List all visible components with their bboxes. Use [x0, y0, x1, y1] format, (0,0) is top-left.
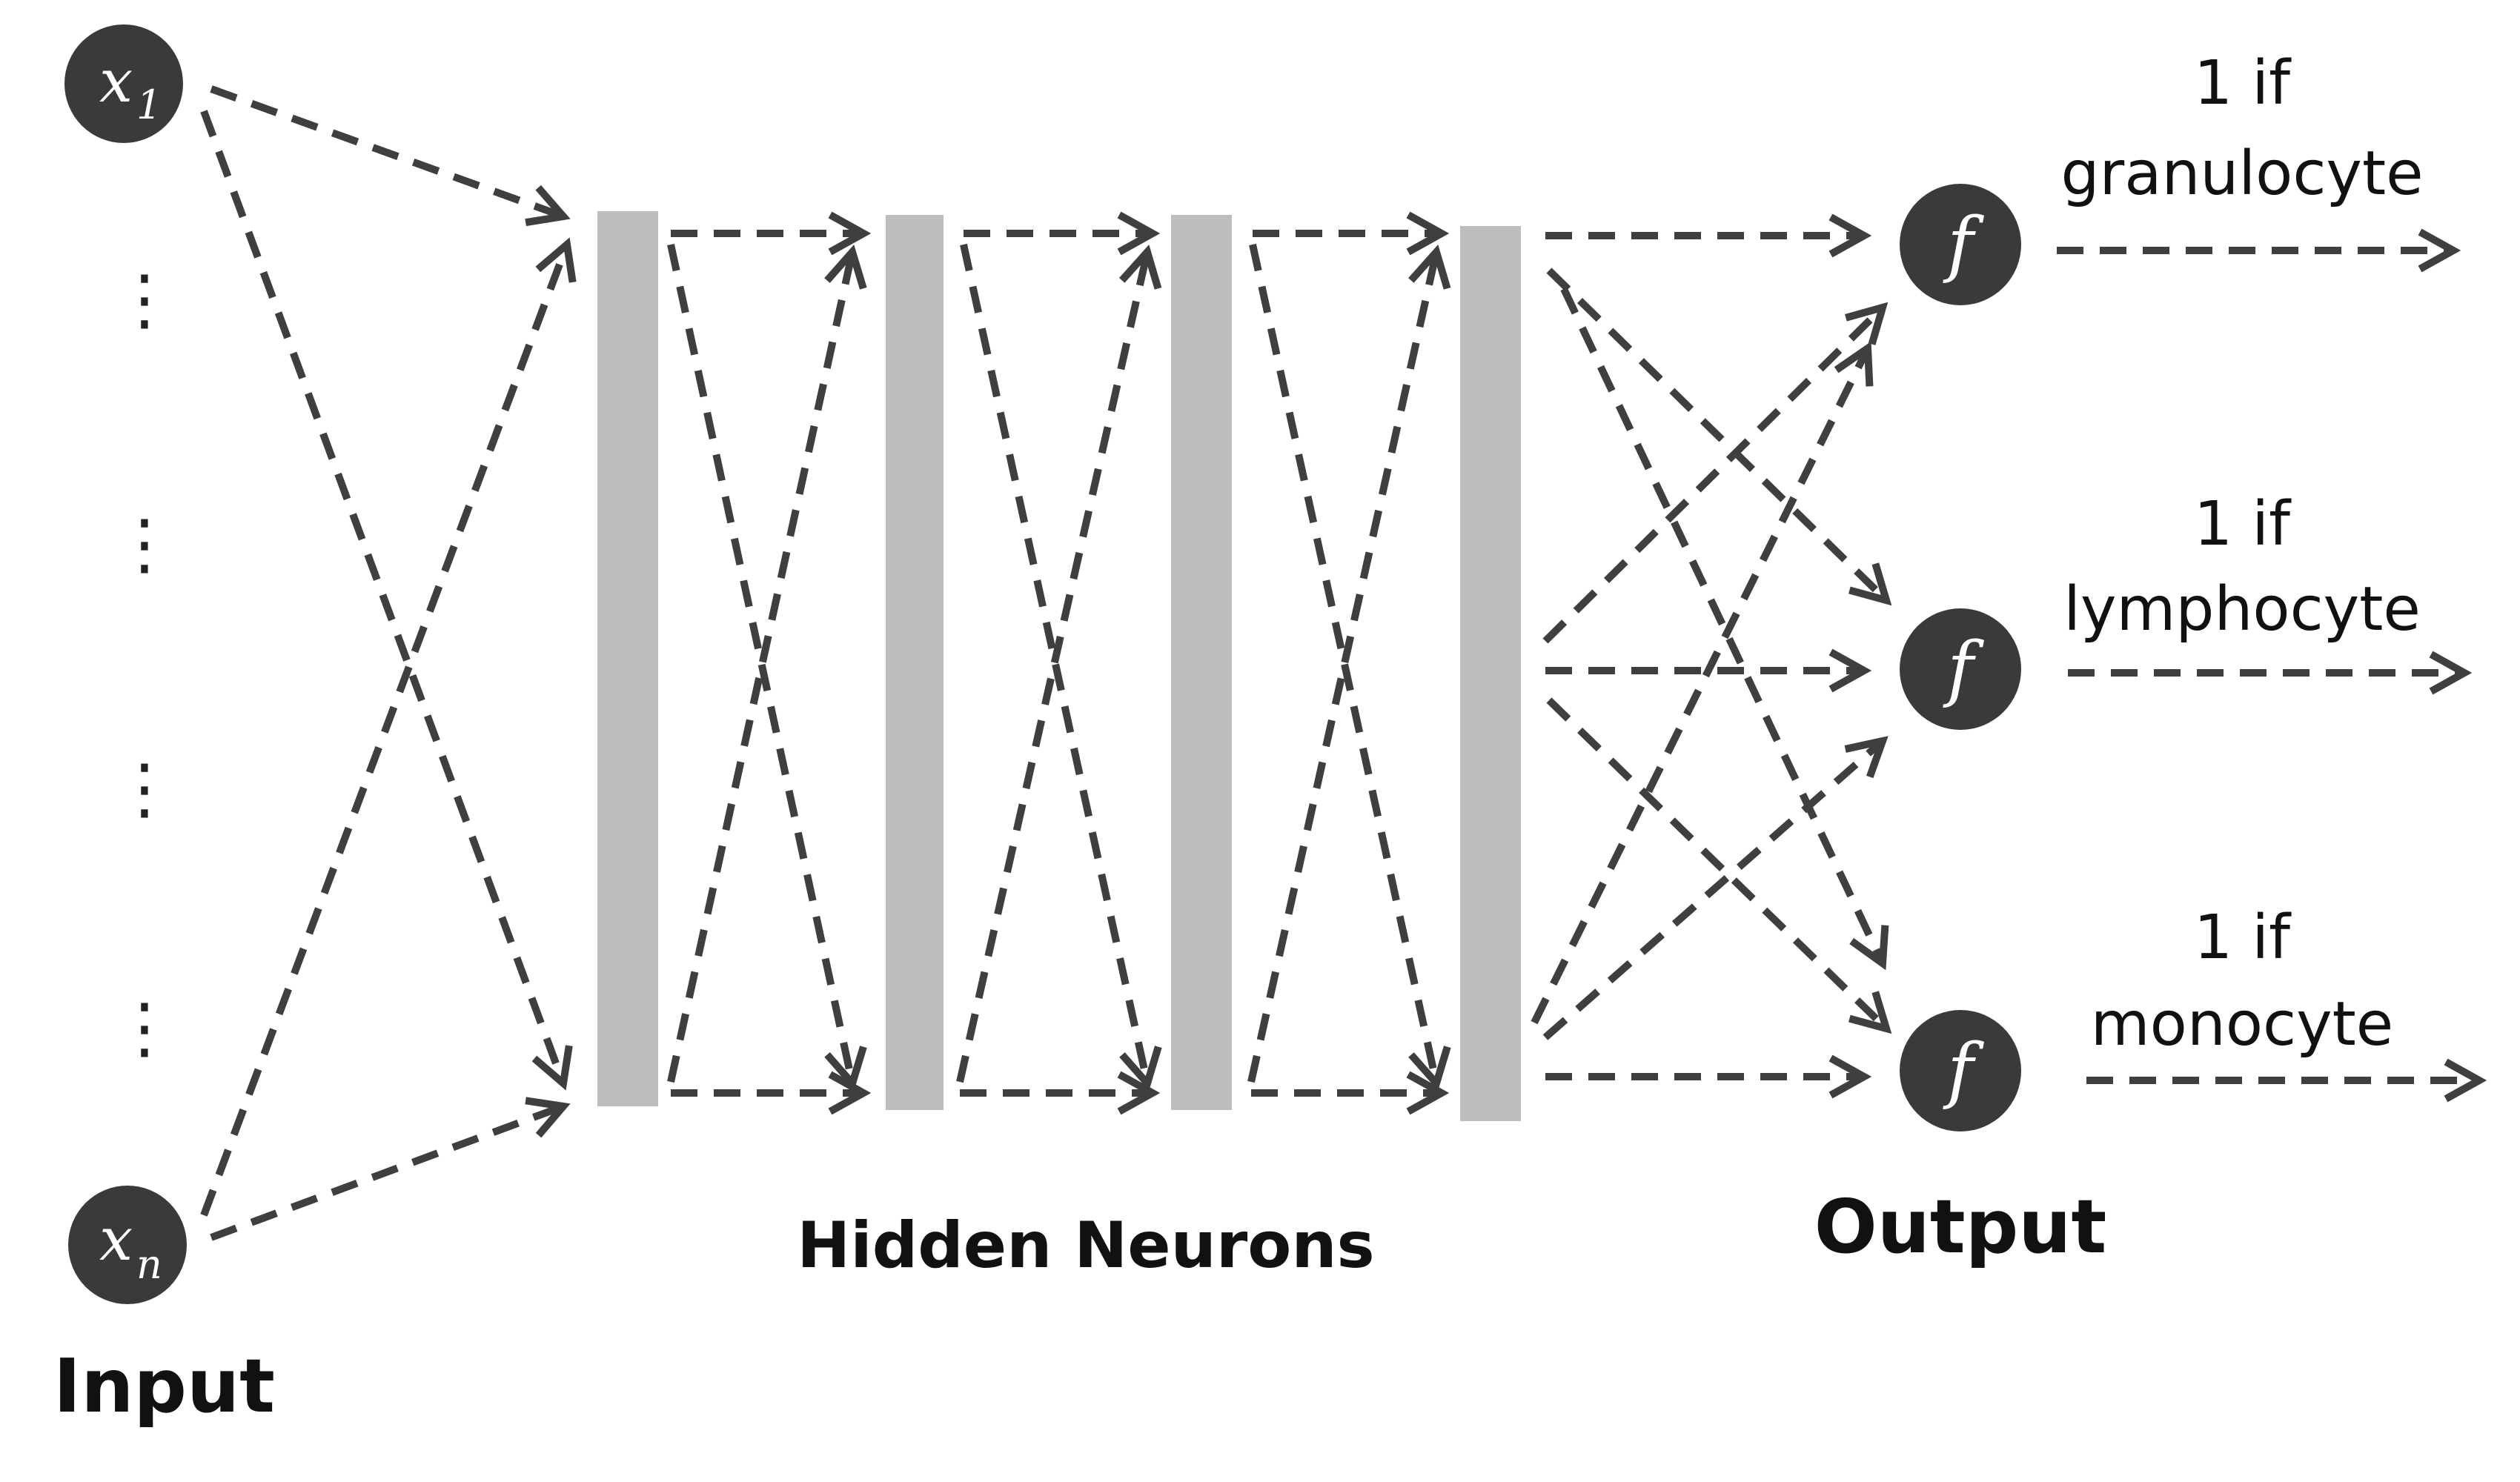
edge-h4-mid-out1 — [1542, 308, 1883, 644]
ellipsis-2: ⋮ — [111, 505, 178, 583]
edge-h4-top-out3 — [1560, 287, 1883, 963]
hidden-layers — [597, 211, 1521, 1121]
edge-h4-mid-out3 — [1546, 697, 1886, 1029]
output-node-1: f — [1900, 184, 2021, 305]
hidden-layer-2 — [886, 215, 944, 1110]
input-node-first-sub: 1 — [136, 82, 162, 128]
edge-xn-top — [200, 245, 567, 1217]
edge-h4-low-out1 — [1531, 348, 1868, 1025]
ellipsis-4: ⋮ — [111, 989, 178, 1067]
input-node-first-var: x — [99, 47, 133, 116]
edge-h3-h4-down — [1249, 243, 1436, 1083]
ellipsis-3: ⋮ — [111, 750, 178, 828]
output-2-line1: 1 if — [2194, 489, 2292, 559]
edge-h4-low-out2 — [1542, 741, 1883, 1040]
output-2-line2: lymphocyte — [2063, 574, 2421, 645]
edge-h2-h3-down — [960, 243, 1147, 1083]
input-node-last-var: x — [99, 1205, 133, 1274]
output-3-line2: monocyte — [2091, 989, 2393, 1060]
input-label: Input — [53, 1343, 275, 1429]
edge-h2-h3-up — [956, 252, 1147, 1083]
connection-edges — [200, 85, 2479, 1241]
output-3-line1: 1 if — [2194, 903, 2292, 973]
hidden-layer-1 — [597, 211, 658, 1106]
output-node-3: f — [1900, 1010, 2021, 1132]
output-1-line2: granulocyte — [2060, 139, 2423, 209]
input-ellipses: ⋮ ⋮ ⋮ ⋮ — [111, 261, 178, 1067]
edge-h1-h2-down — [667, 243, 852, 1083]
hidden-neurons-label: Hidden Neurons — [797, 1209, 1375, 1283]
output-labels: 1 if granulocyte 1 if lymphocyte 1 if mo… — [2060, 48, 2423, 1060]
input-node-last-sub: n — [136, 1241, 162, 1288]
edge-h1-h2-up — [667, 252, 852, 1083]
output-label: Output — [1814, 1183, 2107, 1270]
output-node-2: f — [1900, 608, 2021, 730]
edge-h4-top-out2 — [1546, 268, 1886, 600]
edge-xn-bottom — [210, 1106, 563, 1241]
output-1-line1: 1 if — [2194, 48, 2292, 119]
input-node-first: x 1 — [64, 24, 183, 143]
edge-h3-h4-up — [1247, 252, 1436, 1083]
hidden-layer-4 — [1460, 226, 1521, 1121]
hidden-layer-3 — [1171, 215, 1232, 1110]
input-node-last: x n — [68, 1186, 187, 1304]
edge-x1-top — [210, 85, 563, 216]
ellipsis-1: ⋮ — [111, 261, 178, 339]
edge-x1-bottom — [200, 110, 563, 1083]
